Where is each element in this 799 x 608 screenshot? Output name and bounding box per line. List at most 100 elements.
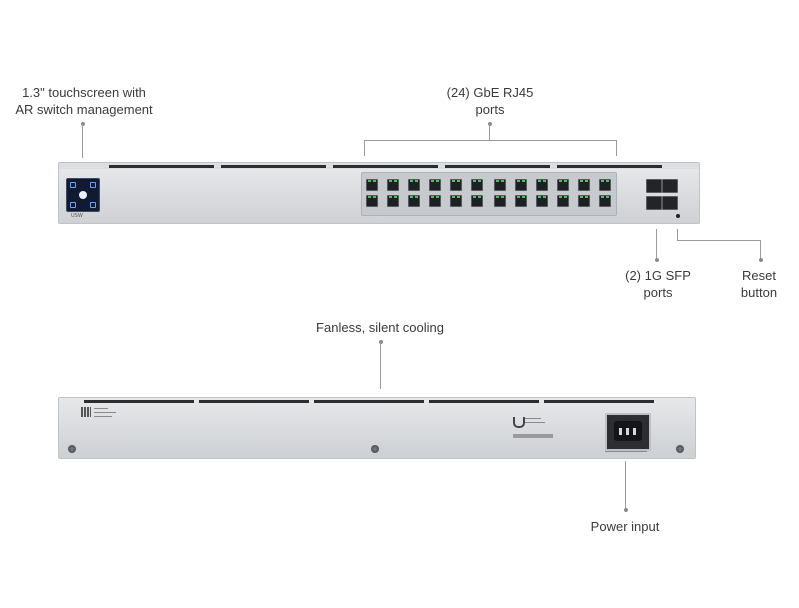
rj45-port[interactable]	[536, 195, 548, 207]
power-pin	[619, 428, 622, 435]
rj45-port[interactable]	[366, 195, 378, 207]
touchscreen-leader	[82, 124, 83, 158]
rj45-port[interactable]	[387, 179, 399, 191]
reset-leader-dot	[759, 258, 763, 262]
port-led	[457, 180, 460, 182]
touchscreen-callout-line2: AR switch management	[15, 102, 153, 117]
rj45-port[interactable]	[429, 179, 441, 191]
rj45-port[interactable]	[599, 195, 611, 207]
power-inlet[interactable]	[605, 413, 651, 451]
cooling-leader-dot	[379, 340, 383, 344]
rj45-leader-dot	[488, 122, 492, 126]
rj45-port[interactable]	[387, 195, 399, 207]
rj45-port[interactable]	[408, 195, 420, 207]
touchscreen-leader-dot	[81, 122, 85, 126]
rj45-port[interactable]	[599, 179, 611, 191]
port-led	[368, 196, 371, 198]
rj45-port[interactable]	[471, 179, 483, 191]
touchscreen-display[interactable]	[66, 178, 100, 212]
rj45-callout-line1: (24) GbE RJ45	[446, 85, 534, 100]
port-led	[522, 180, 525, 182]
port-led	[415, 196, 418, 198]
cooling-callout-line1: Fanless, silent cooling	[316, 320, 444, 335]
cert-text-line	[525, 422, 545, 423]
rj45-port[interactable]	[515, 179, 527, 191]
sfp-port[interactable]	[662, 179, 678, 193]
rear-vent	[314, 400, 424, 403]
rj45-port[interactable]	[450, 195, 462, 207]
sfp-callout-line2: ports	[643, 285, 673, 300]
port-led	[538, 180, 541, 182]
port-led	[431, 196, 434, 198]
touchscreen-callout-line1: 1.3" touchscreen with	[22, 85, 146, 100]
rj45-port[interactable]	[515, 195, 527, 207]
sfp-port[interactable]	[662, 196, 678, 210]
rj45-port[interactable]	[471, 195, 483, 207]
rj45-port[interactable]	[494, 179, 506, 191]
sfp-port[interactable]	[646, 179, 662, 193]
rj45-port[interactable]	[578, 179, 590, 191]
port-led	[501, 180, 504, 182]
rj45-leader-stem	[489, 124, 490, 140]
port-led	[373, 196, 376, 198]
port-led	[389, 196, 392, 198]
switch-front-panel: USW	[58, 162, 700, 224]
port-led	[564, 196, 567, 198]
screw-icon	[676, 445, 684, 453]
rj45-port[interactable]	[429, 195, 441, 207]
power-callout: Power input	[575, 518, 675, 535]
port-led	[436, 180, 439, 182]
front-vent	[557, 165, 662, 168]
rj45-port[interactable]	[494, 195, 506, 207]
reset-button[interactable]	[676, 214, 680, 218]
rj45-port[interactable]	[557, 195, 569, 207]
rj45-port[interactable]	[536, 179, 548, 191]
port-led	[517, 196, 520, 198]
port-led	[473, 196, 476, 198]
port-led	[543, 180, 546, 182]
front-vent	[445, 165, 550, 168]
screen-icon	[70, 182, 76, 188]
power-pin	[626, 428, 629, 435]
reset-callout-line2: button	[740, 285, 778, 300]
port-led	[585, 196, 588, 198]
label-text-line	[94, 408, 108, 409]
rj45-bracket	[364, 140, 617, 141]
rj45-callout-line2: ports	[475, 102, 505, 117]
sfp-port[interactable]	[646, 196, 662, 210]
port-led	[410, 196, 413, 198]
rj45-port[interactable]	[578, 195, 590, 207]
port-led	[368, 180, 371, 182]
touchscreen-callout: 1.3" touchscreen with AR switch manageme…	[4, 84, 164, 118]
front-vent	[333, 165, 438, 168]
port-led	[564, 180, 567, 182]
port-led	[543, 196, 546, 198]
screen-icon	[70, 202, 76, 208]
port-led	[606, 196, 609, 198]
sfp-leader	[656, 229, 657, 259]
rear-vent	[199, 400, 309, 403]
front-vent	[221, 165, 326, 168]
rj45-bracket-right	[616, 140, 617, 156]
port-led	[389, 180, 392, 182]
reset-leader-down	[760, 240, 761, 259]
port-led	[373, 180, 376, 182]
screw-icon	[68, 445, 76, 453]
front-vent	[109, 165, 214, 168]
port-led	[501, 196, 504, 198]
rj45-bracket-left	[364, 140, 365, 156]
port-led	[478, 196, 481, 198]
rj45-port[interactable]	[408, 179, 420, 191]
rear-vent	[429, 400, 539, 403]
screen-center-dot	[79, 191, 87, 199]
brand-logo-icon	[513, 417, 525, 428]
label-text-line	[94, 412, 116, 413]
rj45-port[interactable]	[366, 179, 378, 191]
power-pin	[633, 428, 636, 435]
port-led	[496, 180, 499, 182]
rj45-port[interactable]	[557, 179, 569, 191]
rj45-port[interactable]	[450, 179, 462, 191]
port-led	[394, 180, 397, 182]
sfp-callout: (2) 1G SFP ports	[608, 267, 708, 301]
rear-vent	[544, 400, 654, 403]
